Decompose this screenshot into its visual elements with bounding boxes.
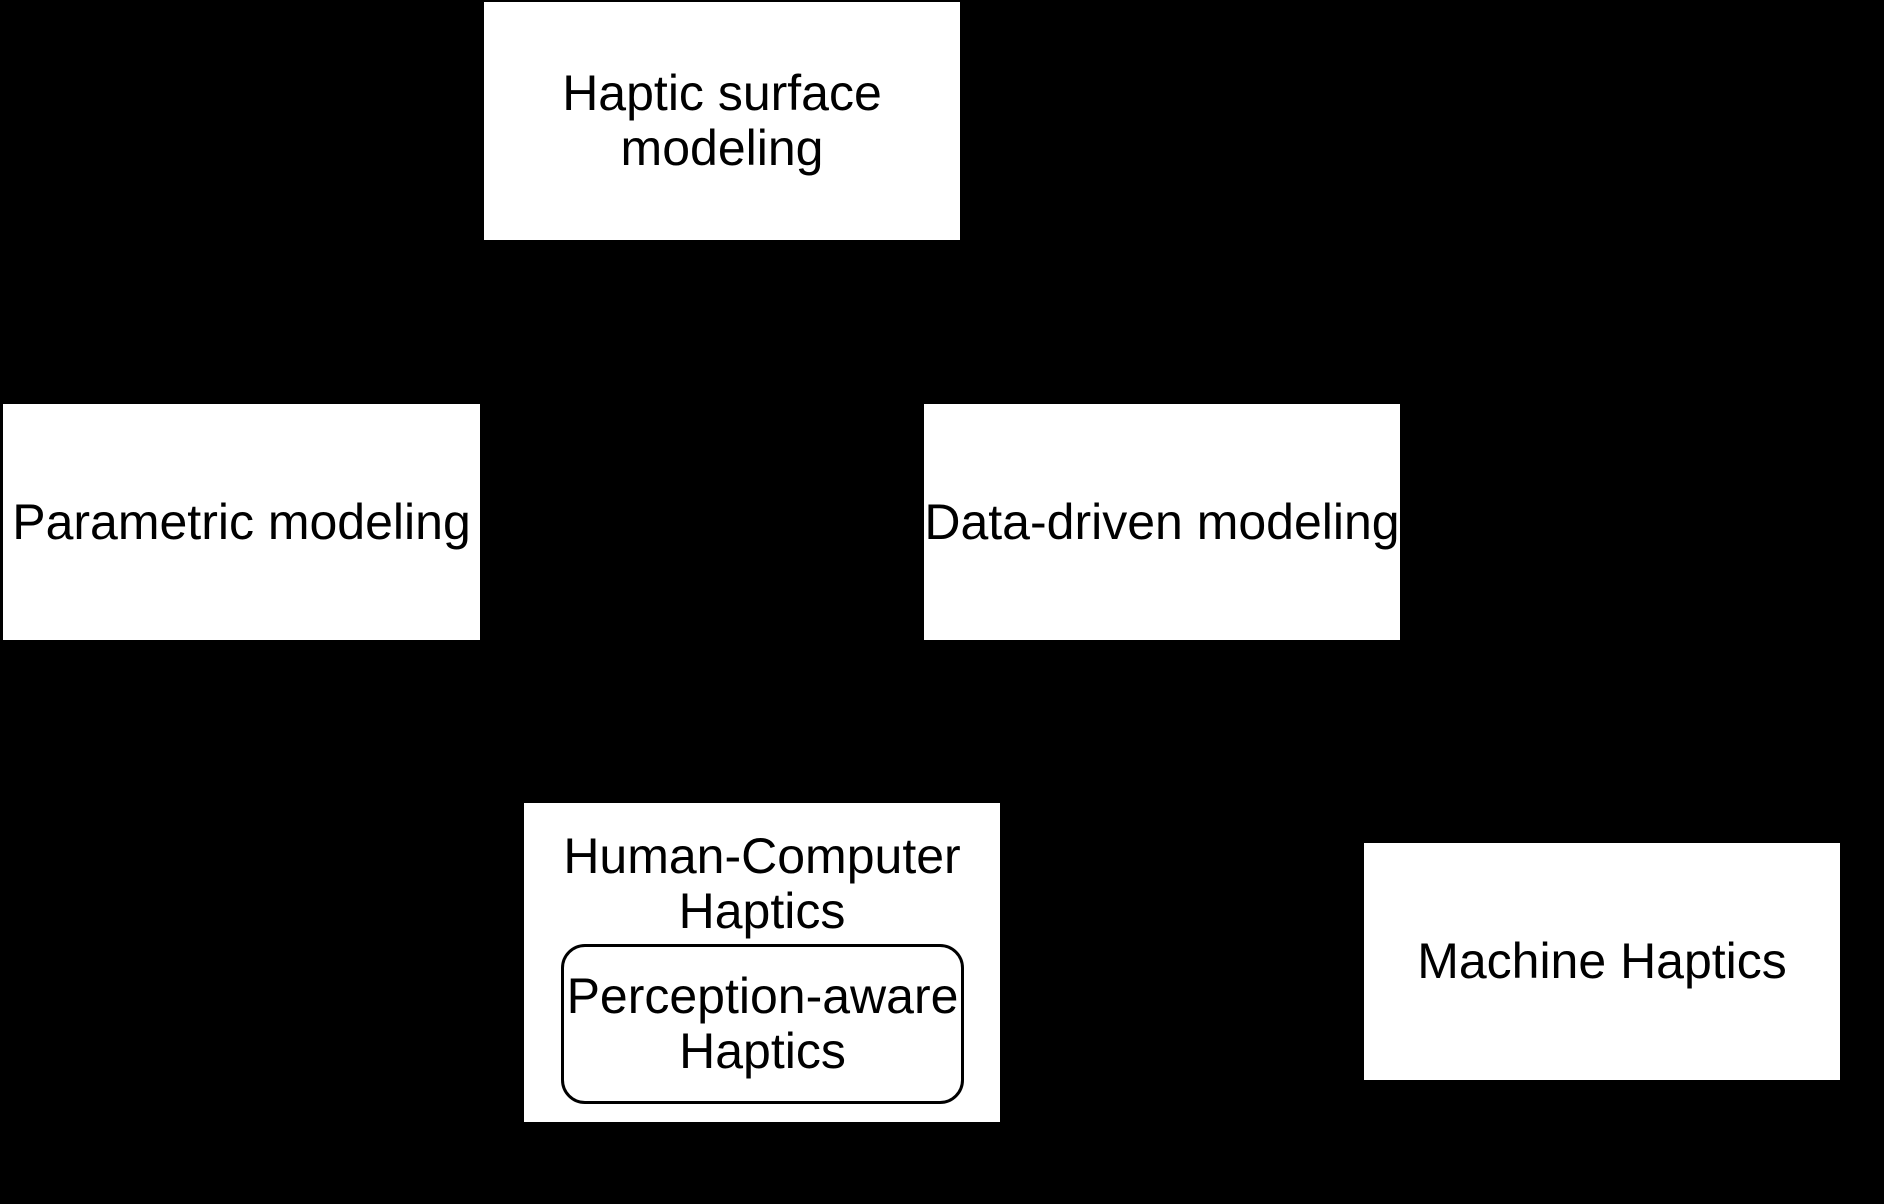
node-perception-aware-haptics: Perception-aware Haptics	[561, 944, 964, 1104]
node-haptic-surface-modeling: Haptic surface modeling	[484, 2, 960, 240]
node-machine-haptics: Machine Haptics	[1364, 843, 1840, 1080]
node-parametric-modeling: Parametric modeling	[3, 404, 480, 640]
node-label-line: Perception-aware	[566, 968, 959, 1024]
node-label-line: modeling	[620, 120, 824, 176]
node-label-line: Haptic surface	[562, 65, 882, 121]
node-label-line: Data-driven modeling	[924, 493, 1400, 550]
node-label-line: Haptics	[678, 883, 846, 939]
node-label-line: Parametric modeling	[12, 493, 471, 550]
node-label-line: Machine Haptics	[1417, 933, 1787, 989]
node-label-line: Human-Computer	[563, 828, 961, 884]
node-data-driven-modeling: Data-driven modeling	[924, 404, 1400, 640]
node-human-computer-haptics: Human-Computer Haptics Perception-aware …	[524, 803, 1000, 1122]
node-label-line: Haptics	[679, 1023, 846, 1079]
